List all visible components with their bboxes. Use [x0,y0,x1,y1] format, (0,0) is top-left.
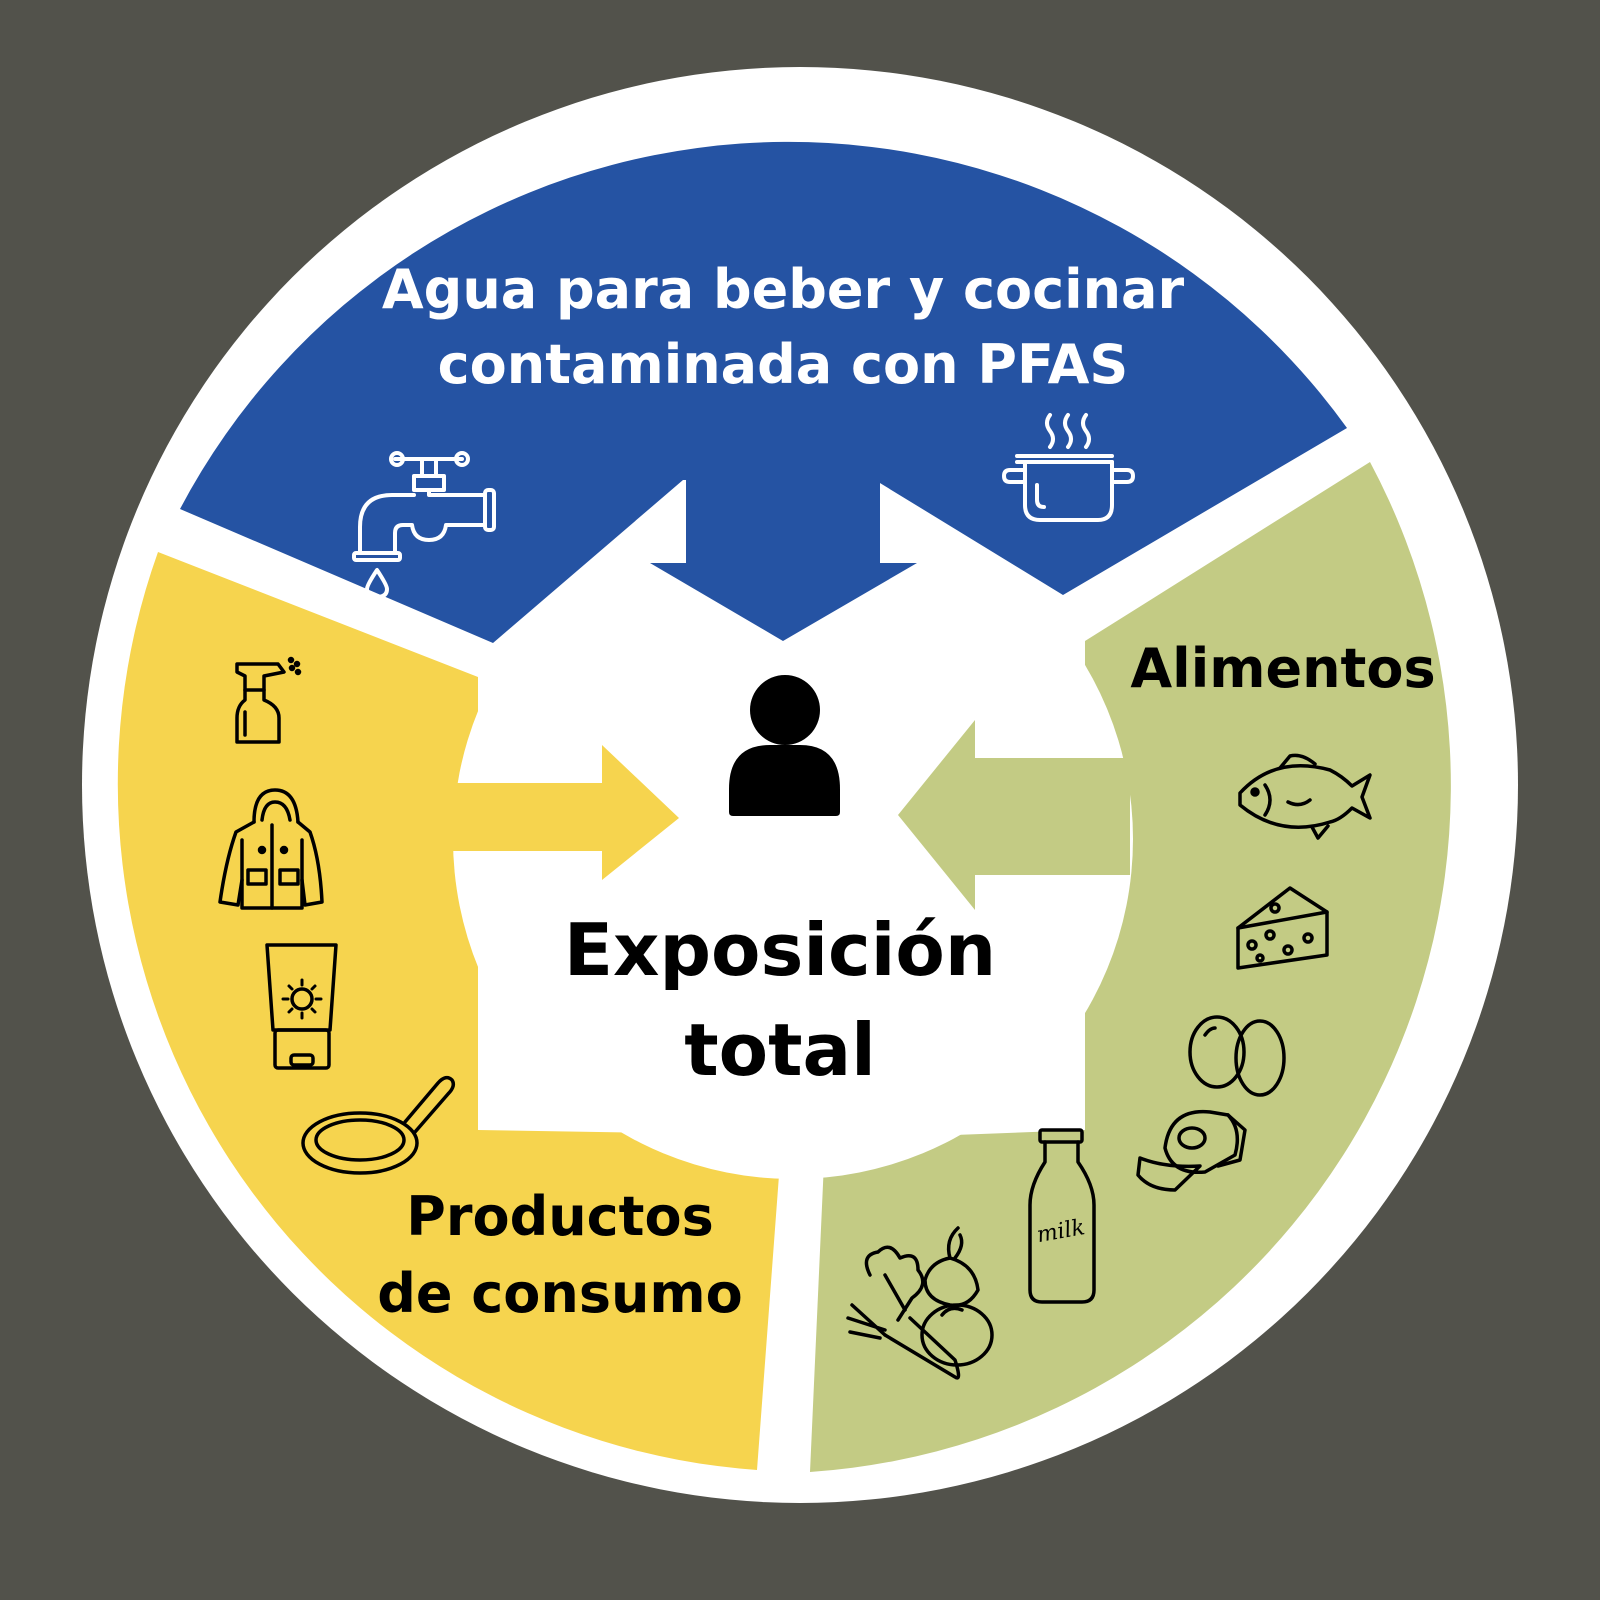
cheese-icon [1236,886,1329,970]
frying-pan-icon [301,1075,456,1175]
cooking-pot-icon [1002,413,1135,522]
products-arrow [440,745,679,880]
vegetables-icon [846,1226,994,1380]
food-segment [810,462,1451,1472]
ham-icon [1136,1109,1247,1192]
products-label-line2: de consumo [377,1262,743,1325]
center-title-line1: Exposición [564,908,996,992]
center-disk [453,499,1133,1179]
food-arrow [898,720,1130,910]
water-label-line1: Agua para beber y cocinar [382,258,1185,321]
water-segment [180,141,1347,643]
water-label-line2: contaminada con PFAS [438,333,1129,396]
person-icon [729,675,840,816]
products-label-line1: Productos [406,1185,713,1248]
food-label: Alimentos [1130,637,1435,700]
water-arrow [650,472,917,641]
sunscreen-icon [265,943,338,1070]
products-segment [117,552,782,1470]
center-title-line2: total [684,1008,876,1092]
spray-bottle-icon [235,656,302,744]
faucet-icon [352,451,496,599]
fish-icon [1238,753,1372,840]
raincoat-icon [218,788,324,910]
eggs-icon [1188,1015,1286,1097]
